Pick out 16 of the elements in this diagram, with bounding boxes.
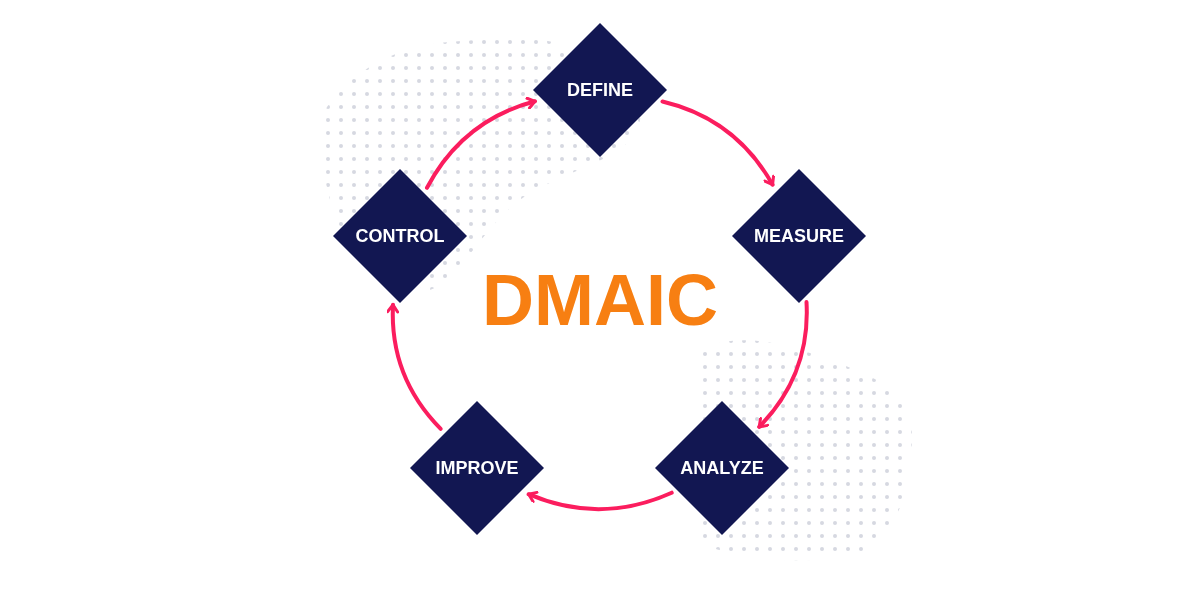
curved-arrow — [660, 99, 775, 187]
step-label: CONTROL — [354, 225, 446, 247]
process-diamond — [410, 401, 544, 535]
diagram-title: DMAIC — [481, 259, 719, 342]
process-diamond — [333, 169, 467, 303]
step-label: DEFINE — [566, 79, 634, 101]
process-diamond — [655, 401, 789, 535]
process-diamond — [732, 169, 866, 303]
curved-arrow — [425, 97, 537, 190]
curved-arrow — [526, 490, 674, 512]
step-label: MEASURE — [753, 225, 845, 247]
step-label: ANALYZE — [679, 457, 765, 479]
curved-arrow — [757, 300, 809, 429]
curved-arrow — [386, 302, 443, 431]
process-diamond — [533, 23, 667, 157]
step-label: IMPROVE — [434, 457, 520, 479]
